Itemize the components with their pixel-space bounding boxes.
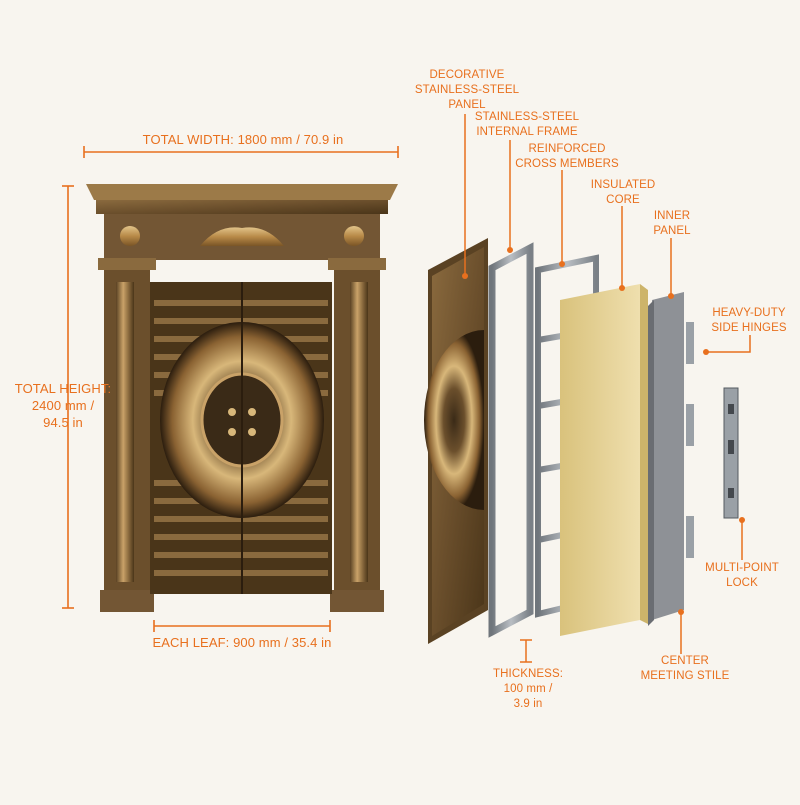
internal-frame-line-1: STAINLESS-STEEL: [474, 111, 580, 123]
thickness-line-3: 3.9 in: [513, 698, 543, 710]
internal-frame-line-2: INTERNAL FRAME: [476, 126, 578, 138]
each-leaf-label: EACH LEAF: 900 mm / 35.4 in: [153, 634, 332, 651]
hinge-top: [686, 322, 694, 364]
lock-knob: [228, 428, 236, 436]
total-height-line-2: 2400 mm /: [31, 398, 95, 413]
cross-members-line-2: CROSS MEMBERS: [515, 158, 619, 170]
hinge-bottom: [686, 516, 694, 558]
decorative-panel-line-3: PANEL: [448, 99, 486, 111]
total-height-line-3: 94.5 in: [43, 415, 83, 430]
capital-left: [98, 258, 156, 270]
multi-point-lock-label: MULTI-POINT LOCK: [705, 561, 779, 591]
insulated-core-line-2: CORE: [606, 194, 640, 206]
column-right: [350, 282, 368, 582]
hinge-middle: [686, 404, 694, 446]
plinth-right: [330, 590, 384, 612]
insulated-core-label: INSULATED CORE: [591, 178, 656, 208]
each-leaf-text: EACH LEAF: 900 mm / 35.4 in: [152, 635, 332, 650]
lock-knob: [248, 408, 256, 416]
cross-members-line-1: REINFORCED: [528, 143, 606, 155]
total-height-label: TOTAL HEIGHT: 2400 mm / 94.5 in: [15, 380, 111, 431]
side-hinges-label: HEAVY-DUTY SIDE HINGES: [711, 306, 786, 336]
plinth-left: [100, 590, 154, 612]
inner-panel-line-2: PANEL: [653, 225, 691, 237]
inner-panel-layer: [652, 292, 684, 620]
internal-frame-label: STAINLESS-STEEL INTERNAL FRAME: [475, 110, 579, 140]
thickness-label: THICKNESS: 100 mm / 3.9 in: [493, 667, 563, 712]
exploded-view: [424, 238, 739, 644]
leader-dots: [462, 247, 745, 615]
insulated-core-line-1: INSULATED: [590, 179, 656, 191]
cross-members-label: REINFORCED CROSS MEMBERS: [515, 142, 619, 172]
center-stile-line-1: CENTER: [661, 655, 709, 667]
center-stile-label: CENTER MEETING STILE: [641, 654, 730, 684]
total-height-line-1: TOTAL HEIGHT:: [14, 381, 112, 396]
total-width-label: TOTAL WIDTH: 1800 mm / 70.9 in: [143, 131, 344, 148]
crest-ornament: [200, 227, 284, 246]
center-stile-line-2: MEETING STILE: [640, 670, 730, 682]
inner-panel-line-1: INNER: [653, 210, 691, 222]
front-door-illustration: [86, 184, 398, 612]
column-left: [116, 282, 134, 582]
insulated-core-layer: [560, 284, 640, 636]
rosette-left: [120, 226, 140, 246]
side-hinges-line-2: SIDE HINGES: [711, 322, 787, 334]
thickness-line-1: THICKNESS:: [492, 668, 564, 680]
multi-point-lock-line-1: MULTI-POINT: [705, 562, 779, 574]
dimension-lines: [62, 146, 399, 632]
rosette-right: [344, 226, 364, 246]
panel-medallion: [424, 330, 484, 510]
total-width-text: TOTAL WIDTH: 1800 mm / 70.9 in: [142, 132, 344, 147]
thickness-line-2: 100 mm /: [503, 683, 553, 695]
decorative-panel-label: DECORATIVE STAINLESS-STEEL PANEL: [415, 68, 519, 113]
capital-right: [328, 258, 386, 270]
internal-frame-layer: [488, 242, 534, 638]
leader-lines: [464, 114, 751, 663]
inner-panel-label: INNER PANEL: [653, 209, 690, 239]
side-hinges-line-1: HEAVY-DUTY: [712, 307, 786, 319]
lock-knob: [248, 428, 256, 436]
lock-knob: [228, 408, 236, 416]
decorative-panel-line-1: DECORATIVE: [429, 69, 505, 81]
door-cornice-band: [96, 200, 388, 214]
door-cornice: [86, 184, 398, 200]
multi-point-lock-line-2: LOCK: [726, 577, 758, 589]
decorative-panel-line-2: STAINLESS-STEEL: [414, 84, 520, 96]
